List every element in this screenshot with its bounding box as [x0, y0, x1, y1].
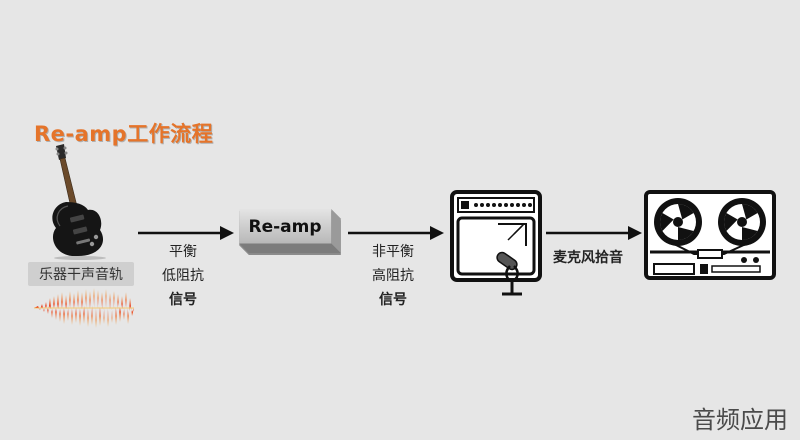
signal-out-line1: 非平衡 — [372, 244, 414, 260]
guitar-track-caption: 乐器干声音轨 — [39, 267, 123, 283]
diagram-title: Re-amp工作流程 — [34, 122, 214, 146]
signal-in-label: 平衡 低阻抗 信号 — [140, 240, 226, 312]
signal-out-line2: 高阻抗 — [372, 268, 414, 284]
electric-guitar-icon — [52, 144, 106, 260]
signal-out-label: 非平衡 高阻抗 信号 — [350, 240, 436, 312]
reamp-label: Re-amp — [248, 217, 322, 237]
audio-waveform-icon — [34, 288, 134, 328]
microphone-pickup-label: 麦克风拾音 — [553, 250, 623, 266]
guitar-amp-icon — [450, 190, 542, 296]
signal-in-line2: 低阻抗 — [162, 268, 204, 284]
caption-background — [28, 262, 134, 286]
watermark-text: 音频应用 — [692, 406, 788, 434]
signal-in-line3: 信号 — [169, 292, 197, 308]
tape-recorder-icon — [644, 190, 776, 280]
signal-out-line3: 信号 — [379, 292, 407, 308]
arrow-right-icon — [348, 226, 444, 240]
arrow-right-icon — [546, 226, 642, 240]
signal-in-line1: 平衡 — [169, 244, 197, 260]
reamp-box — [239, 209, 341, 255]
arrow-right-icon — [138, 226, 234, 240]
